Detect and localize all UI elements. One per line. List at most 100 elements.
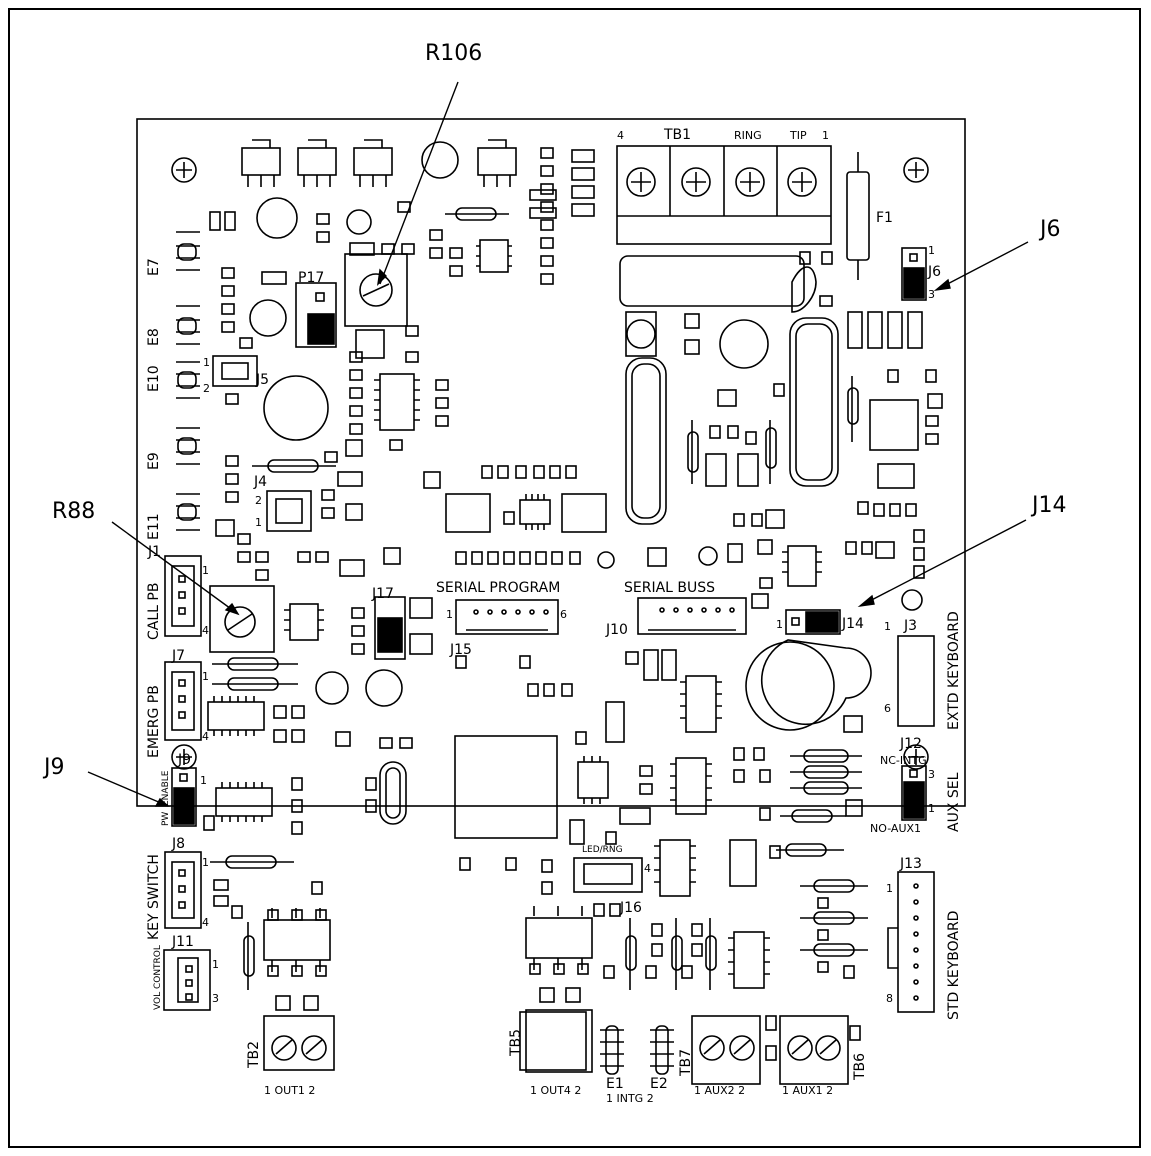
right-upper-parts [619, 251, 943, 611]
connector-j13 [887, 871, 935, 1013]
label-j4-pin1: 1 [255, 516, 262, 529]
label-j15-pin1: 1 [446, 608, 453, 621]
label-j8: J8 [171, 836, 185, 852]
label-e10: E10 [146, 365, 162, 392]
callout-leaders [87, 81, 1029, 807]
tb1-terminal-block [616, 145, 832, 245]
label-call-pb: CALL PB [146, 583, 162, 640]
label-out4: 1 OUT4 2 [530, 1084, 581, 1097]
label-j17: J17 [371, 586, 394, 602]
connector-j3 [897, 635, 935, 727]
regulator-row [241, 139, 517, 187]
drawing-frame [8, 8, 1141, 1148]
label-j16: J16 [619, 900, 642, 916]
label-led-rng: LED/RNG [582, 845, 623, 855]
connector-j1 [164, 555, 202, 637]
label-j11-pin3: 3 [212, 992, 219, 1005]
jumper-j12 [901, 765, 927, 821]
terminal-block-tb6 [779, 1015, 861, 1085]
label-out1: 1 OUT1 2 [264, 1084, 315, 1097]
jumper-j9 [171, 767, 197, 827]
label-j14: J14 [841, 616, 864, 632]
label-j3: J3 [903, 618, 917, 634]
label-j11-pin1: 1 [212, 958, 219, 971]
label-j1-pin1: 1 [202, 564, 209, 577]
callout-j14: J14 [1030, 493, 1066, 518]
label-j8-pin4: 4 [202, 916, 209, 929]
label-tb6: TB6 [852, 1053, 868, 1081]
label-j1-pin4: 4 [202, 624, 209, 637]
label-nc-intg: NC-INTG [880, 754, 927, 767]
label-tb5: TB5 [508, 1029, 524, 1057]
label-j3-pin6: 6 [884, 702, 891, 715]
potentiometer-r106 [344, 253, 408, 327]
label-j15: J15 [449, 642, 472, 658]
label-aux2: 1 AUX2 2 [694, 1084, 745, 1097]
label-j12-pin1: 1 [928, 802, 935, 815]
label-emerg-pb: EMERG PB [146, 685, 162, 758]
label-tb2: TB2 [246, 1041, 262, 1069]
label-e7: E7 [146, 258, 162, 276]
label-e11: E11 [146, 513, 162, 540]
label-e1: E1 [606, 1076, 624, 1092]
label-j4: J4 [253, 474, 267, 490]
label-j15-pin6: 6 [560, 608, 567, 621]
connector-j10 [637, 597, 747, 635]
connector-j11 [163, 949, 211, 1011]
connector-j15 [455, 599, 559, 635]
label-tb7: TB7 [678, 1049, 694, 1077]
label-tb1-pin1: 1 [822, 129, 829, 142]
label-j6-pin1: 1 [928, 244, 935, 257]
label-j16-pin4: 4 [644, 862, 651, 875]
label-j6: J6 [927, 264, 941, 280]
mounting-hole-bottom-right [903, 744, 929, 770]
label-serial-program: SERIAL PROGRAM [436, 580, 560, 596]
left-passives [215, 267, 449, 581]
top-middle-parts [209, 147, 595, 285]
label-j7-pin1: 1 [202, 670, 209, 683]
label-j13-pin8: 8 [886, 992, 893, 1005]
label-j8-pin1: 1 [202, 856, 209, 869]
label-j11: J11 [171, 934, 194, 950]
label-vol-control: VOL CONTROL [153, 945, 163, 1010]
label-j13-pin1: 1 [886, 882, 893, 895]
label-key-switch: KEY SWITCH [146, 854, 162, 940]
label-serial-buss: SERIAL BUSS [624, 580, 715, 596]
label-j5-pin2: 2 [203, 382, 210, 395]
label-f1: F1 [876, 210, 893, 226]
label-tb1-pin4: 4 [617, 129, 624, 142]
label-intg: 1 INTG 2 [606, 1092, 654, 1105]
label-j5-pin1: 1 [203, 356, 210, 369]
connector-j4 [266, 490, 312, 532]
left-lower-parts [203, 777, 517, 1011]
mounting-hole-top-left [171, 157, 197, 183]
label-j7: J7 [171, 648, 185, 664]
label-e8: E8 [146, 328, 162, 346]
connector-p17 [295, 282, 337, 348]
potentiometer-r88 [209, 585, 275, 653]
label-j9: J9 [177, 752, 191, 768]
label-j5: J5 [255, 372, 269, 388]
jumper-e2 [650, 1025, 674, 1075]
label-no-aux1: NO-AUX1 [870, 822, 921, 835]
terminal-block-tb5 [525, 1009, 593, 1073]
label-p17: P17 [298, 270, 324, 286]
callout-r88: R88 [52, 499, 95, 524]
lower-middle-parts [519, 675, 868, 1071]
label-j7-pin4: 4 [202, 730, 209, 743]
label-j9-pin1: 1 [200, 774, 207, 787]
label-aux1: 1 AUX1 2 [782, 1084, 833, 1097]
callout-j9: J9 [42, 755, 65, 780]
label-e2: E2 [650, 1076, 668, 1092]
label-ring: RING [734, 129, 762, 142]
label-j6-pin3: 3 [928, 288, 935, 301]
board-outline [136, 118, 966, 807]
label-extd-keyboard: EXTD KEYBOARD [946, 611, 962, 730]
label-j12-pin3: 3 [928, 768, 935, 781]
connector-j5 [212, 355, 258, 387]
label-j1: J1 [147, 544, 161, 560]
connector-j7 [164, 661, 202, 741]
mounting-hole-top-right [903, 157, 929, 183]
label-tb1: TB1 [663, 127, 691, 143]
